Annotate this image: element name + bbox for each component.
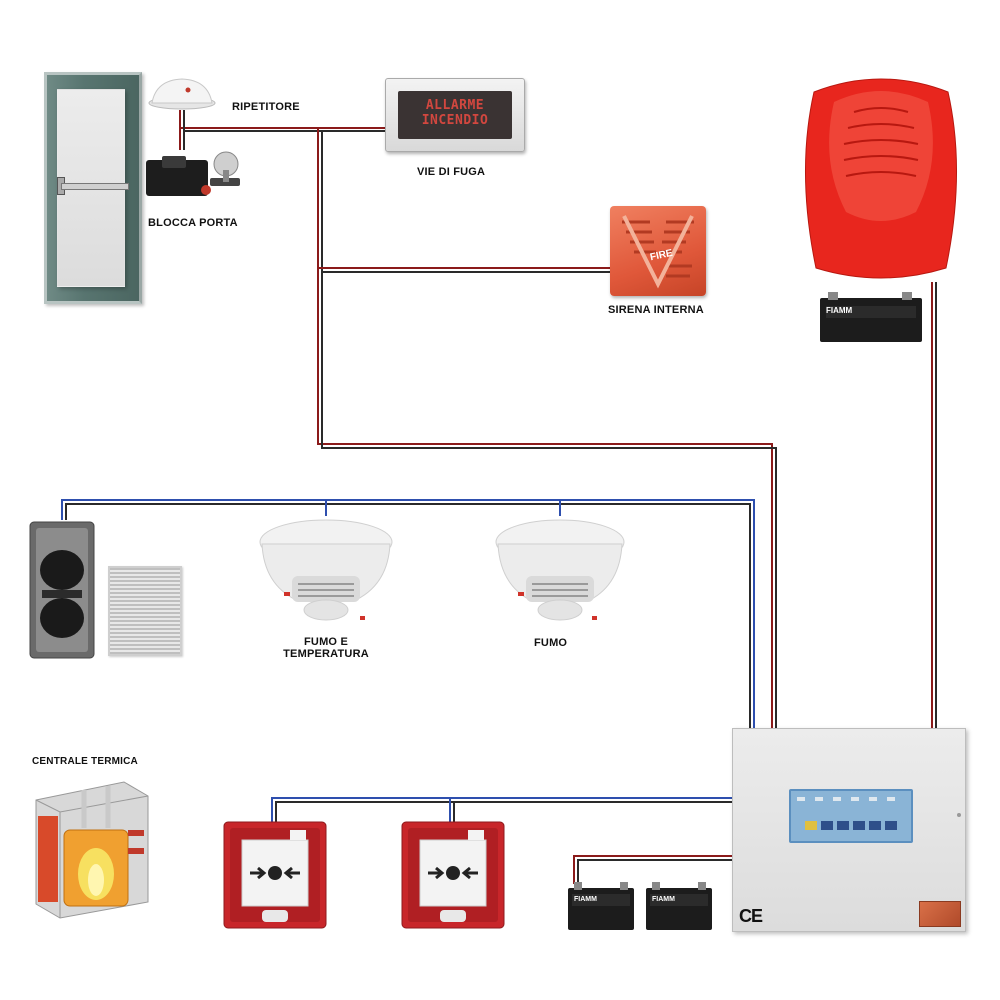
- door-holder-magnet: [146, 151, 240, 196]
- manual-call-point-2: [401, 821, 505, 929]
- sounder-circuit-wire: [179, 110, 777, 728]
- control-panel-display: [789, 789, 913, 843]
- external-siren-vents: [843, 107, 919, 177]
- armature-stem: [223, 170, 229, 182]
- wire-blue: [61, 499, 755, 728]
- label-blocca-porta: BLOCCA PORTA: [148, 217, 238, 229]
- label-fumo: FUMO: [534, 637, 568, 649]
- escape-sign-line2: INCENDIO: [421, 113, 489, 128]
- magnet-button: [201, 185, 211, 195]
- battery-wire: [573, 855, 732, 884]
- fire-control-panel: CE: [732, 728, 966, 932]
- panic-bar: [61, 183, 129, 190]
- beam-detector: [29, 521, 95, 659]
- external-siren-wire: [931, 282, 937, 728]
- wire-dark: [65, 503, 751, 728]
- external-battery-brand: FIAMM: [826, 306, 853, 315]
- external-siren-battery: [820, 292, 922, 342]
- wire-red: [317, 128, 773, 728]
- escape-sign-display: ALLARME INCENDIO: [398, 91, 512, 139]
- magnet-face: [162, 156, 186, 168]
- detector-loop-wire: [61, 499, 755, 728]
- panel-battery-1: [568, 882, 634, 930]
- label-vie-di-fuga: VIE DI FUGA: [417, 166, 486, 178]
- panel-battery-2: [646, 882, 712, 930]
- call-point-loop-wire: [271, 797, 732, 822]
- manufacturer-logo: [919, 901, 961, 927]
- control-panel-keys: [797, 797, 897, 830]
- escape-route-sign: ALLARME INCENDIO: [385, 78, 525, 152]
- wire-dark: [577, 859, 732, 884]
- wire-red: [573, 855, 732, 884]
- boiler-unit: [35, 781, 149, 919]
- internal-siren: FIRE: [610, 206, 706, 296]
- ce-mark: CE: [739, 906, 763, 926]
- smoke-detector: [495, 519, 625, 621]
- manual-call-point-1: [223, 821, 327, 929]
- label-ripetitore: RIPETITORE: [232, 101, 300, 113]
- label-centrale-termica: CENTRALE TERMICA: [32, 756, 138, 767]
- magnet-base: [146, 160, 208, 196]
- label-fumo-temperatura: FUMO E TEMPERATURA: [266, 636, 386, 660]
- panel-battery-1-brand: FIAMM: [574, 896, 597, 903]
- repeater-device: [148, 78, 216, 110]
- internal-siren-grille: [622, 215, 694, 289]
- repeater-led: [185, 87, 191, 93]
- emergency-exit-door: [44, 72, 142, 304]
- escape-sign-line1: ALLARME: [425, 98, 485, 113]
- wire-dark: [275, 801, 732, 822]
- control-panel-screw: [957, 813, 961, 817]
- beam-reflector: [108, 566, 182, 656]
- smoke-heat-detector: [259, 519, 393, 621]
- repeater-dome: [151, 78, 213, 104]
- label-sirena-interna: SIRENA INTERNA: [608, 304, 704, 316]
- wire-dark: [321, 131, 777, 728]
- label-fumo-temperatura-line2: TEMPERATURA: [283, 648, 369, 660]
- label-fumo-temperatura-line1: FUMO E: [304, 636, 348, 648]
- wire-blue: [271, 797, 732, 822]
- panel-battery-2-brand: FIAMM: [652, 896, 675, 903]
- external-siren: [805, 78, 957, 279]
